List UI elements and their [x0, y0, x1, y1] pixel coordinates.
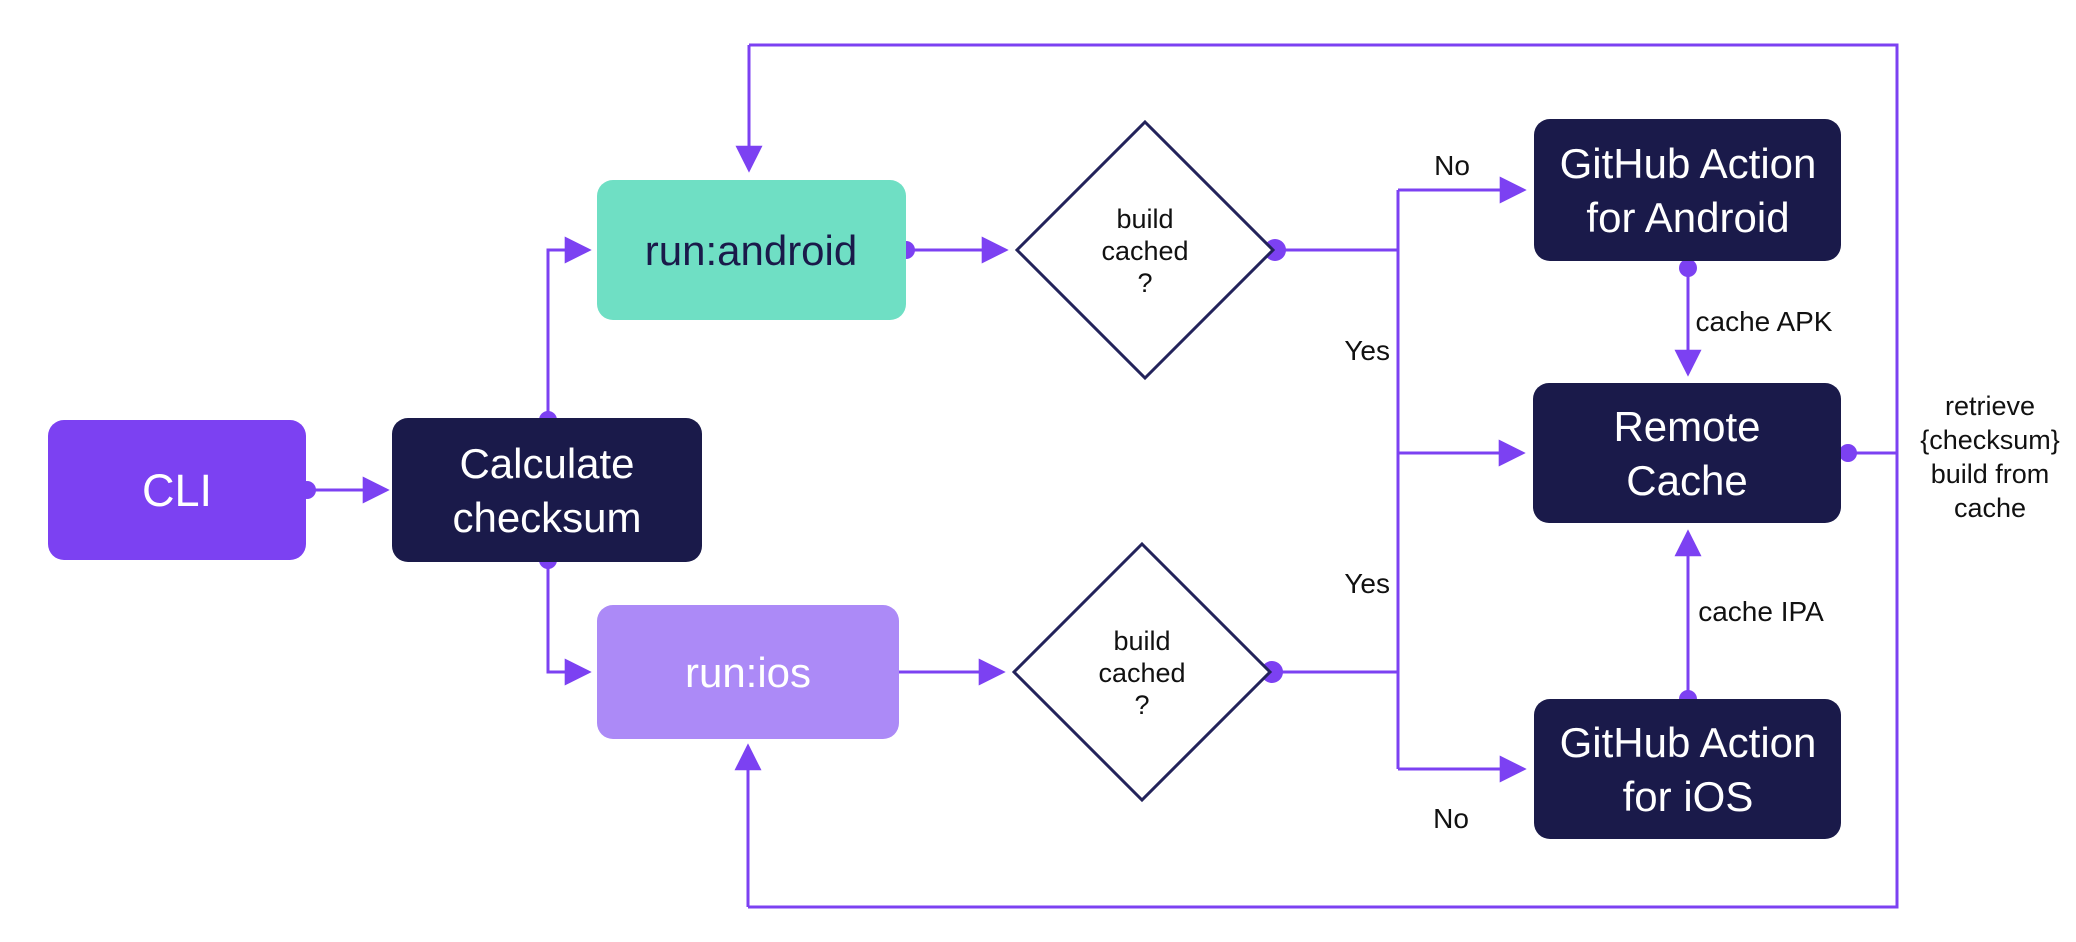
retrieve-label-line2: {checksum} — [1920, 425, 2060, 455]
remote-cache-line2: Cache — [1626, 457, 1747, 504]
decision-android-line1: build — [1116, 204, 1173, 234]
edge-feedback-loop — [748, 43, 1899, 909]
edge-label-yes-ios: Yes — [1344, 568, 1390, 599]
decision-diamond-ios — [1011, 541, 1273, 803]
run-ios-node: run:ios — [597, 605, 899, 739]
github-action-android-line1: GitHub Action — [1560, 140, 1817, 187]
edge-label-yes-android: Yes — [1344, 335, 1390, 366]
github-action-ios-node: GitHub Action for iOS — [1534, 699, 1841, 839]
edge-label-cache-apk: cache APK — [1696, 306, 1833, 337]
decision-ios-line2: cached — [1098, 658, 1185, 688]
remote-cache-box — [1533, 383, 1841, 523]
connector-dot — [1679, 259, 1697, 277]
github-action-android-node: GitHub Action for Android — [1534, 119, 1841, 261]
github-action-ios-box — [1534, 699, 1841, 839]
decision-ios-line3: ? — [1134, 690, 1149, 720]
edge-label-no-ios: No — [1433, 803, 1469, 834]
edge-calculate-to-run-ios — [546, 560, 592, 686]
connector-dot — [1839, 444, 1857, 462]
cli-node-label: CLI — [142, 465, 212, 516]
github-action-android-box — [1534, 119, 1841, 261]
calculate-checksum-label-line2: checksum — [452, 494, 641, 541]
edges — [307, 43, 1899, 909]
edge-calculate-to-run-android — [546, 236, 592, 420]
build-cached-decision-ios: build cached ? — [1011, 541, 1273, 803]
edge-label-retrieve-from-cache: retrieve {checksum} build from cache — [1920, 391, 2060, 523]
calculate-checksum-label-line1: Calculate — [459, 440, 634, 487]
retrieve-label-line1: retrieve — [1945, 391, 2035, 421]
retrieve-label-line3: build from — [1931, 459, 2050, 489]
decision-android-line3: ? — [1137, 268, 1152, 298]
decision-ios-line1: build — [1113, 626, 1170, 656]
cli-node: CLI — [48, 420, 306, 560]
retrieve-label-line4: cache — [1954, 493, 2026, 523]
github-action-android-line2: for Android — [1586, 194, 1789, 241]
edge-label-no-android: No — [1434, 150, 1470, 181]
github-action-ios-line1: GitHub Action — [1560, 719, 1817, 766]
edge-label-cache-ipa: cache IPA — [1698, 596, 1824, 627]
run-android-node: run:android — [597, 180, 906, 320]
cli-node-box — [48, 420, 306, 560]
github-action-ios-line2: for iOS — [1623, 773, 1754, 820]
decision-android-line2: cached — [1101, 236, 1188, 266]
remote-cache-node: Remote Cache — [1533, 383, 1841, 523]
build-cached-decision-android: build cached ? — [1014, 119, 1276, 381]
run-ios-label: run:ios — [685, 649, 811, 696]
run-ios-box — [597, 605, 899, 739]
run-android-label: run:android — [645, 227, 857, 274]
calculate-checksum-node: Calculate checksum — [392, 418, 702, 562]
remote-cache-line1: Remote — [1613, 403, 1760, 450]
decision-diamond-android — [1014, 119, 1276, 381]
run-android-box — [597, 180, 906, 320]
edge-labels: No Yes Yes No cache APK cache IPA retrie… — [1344, 150, 2059, 834]
calculate-checksum-box — [392, 418, 702, 562]
